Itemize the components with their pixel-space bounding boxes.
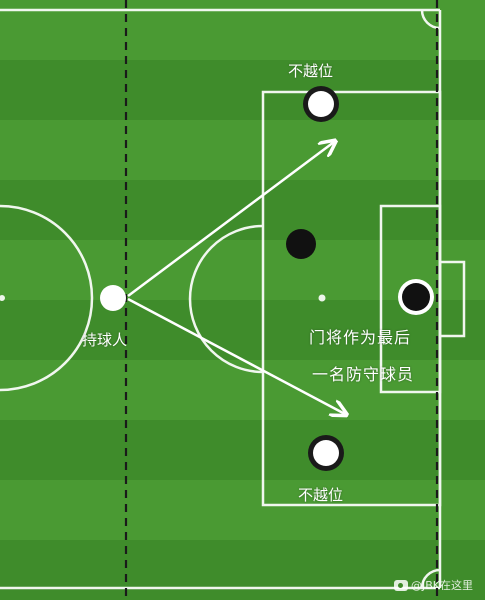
offside-lines bbox=[124, 0, 439, 600]
ball-carrier-label: 持球人 bbox=[82, 331, 128, 349]
pitch-markings bbox=[0, 8, 466, 590]
attacker-bottom bbox=[313, 440, 339, 466]
pass-arrow-lower bbox=[127, 297, 345, 414]
center-circle-arc bbox=[0, 204, 94, 392]
ball-carrier-player bbox=[100, 285, 126, 311]
camera-icon bbox=[393, 579, 408, 591]
defender bbox=[286, 229, 316, 259]
pass-arrow-upper bbox=[127, 142, 334, 298]
goalkeeper-note-line2: 一名防守球员 bbox=[312, 365, 415, 384]
penalty-arc bbox=[188, 224, 264, 374]
watermark-text: @JBK在这里 bbox=[410, 579, 473, 592]
corner-arc-top bbox=[420, 9, 441, 30]
penalty-spot bbox=[318, 294, 326, 302]
goal bbox=[438, 260, 466, 338]
goalkeeper bbox=[402, 283, 430, 311]
goalkeeper-note-line1: 门将作为最后 bbox=[309, 328, 412, 347]
corner-arc-bottom bbox=[420, 568, 441, 589]
onside-label-bottom: 不越位 bbox=[298, 486, 344, 504]
watermark: @JBK在这里 bbox=[393, 577, 473, 593]
pass-arrows bbox=[127, 142, 345, 414]
center-spot bbox=[0, 295, 5, 301]
players bbox=[100, 86, 434, 471]
onside-label-top: 不越位 bbox=[288, 62, 334, 80]
attacker-top bbox=[308, 91, 334, 117]
